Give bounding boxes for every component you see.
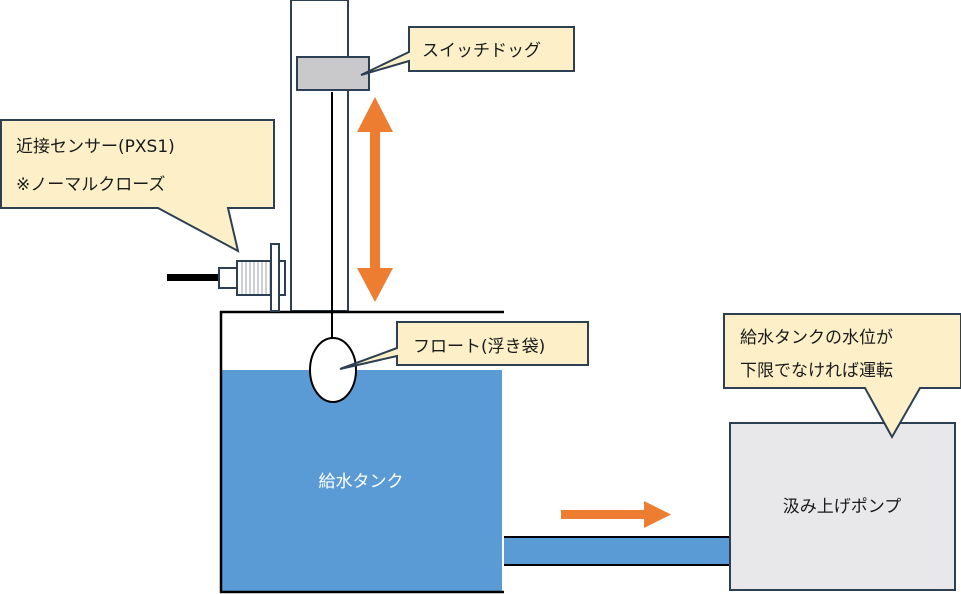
callout-float: フロート(浮き袋): [339, 321, 589, 370]
callout-proximity-sensor: 近接センサー(PXS1) ※ノーマルクローズ: [0, 119, 275, 253]
pump-note-line2: 下限でなければ運転: [740, 361, 893, 381]
flow-arrow: [561, 501, 671, 528]
float: [309, 337, 357, 403]
tank-label: 給水タンク: [319, 472, 404, 492]
outlet-pipe: [504, 536, 730, 566]
sensor-label: 近接センサー(PXS1): [16, 137, 175, 157]
dog-travel-arrow: [357, 97, 393, 302]
callout-pump-note: 給水タンクの水位が 下限でなければ運転: [723, 313, 961, 440]
switch-dog-label: スイッチドッグ: [422, 41, 541, 61]
sensor-cable: [167, 274, 219, 281]
callout-switch-dog: スイッチドッグ: [360, 26, 575, 76]
proximity-sensor: [167, 243, 286, 312]
water-tank: 給水タンク: [219, 310, 504, 594]
sensor-mount-plate: [270, 243, 280, 312]
pump-note-line1: 給水タンクの水位が: [740, 328, 893, 348]
sensor-note: ※ノーマルクローズ: [16, 175, 165, 195]
water-fill: [221, 370, 502, 592]
switch-dog: [296, 56, 370, 91]
pump: 汲み上げポンプ: [729, 422, 956, 591]
pump-label: 汲み上げポンプ: [783, 497, 902, 517]
float-label: フロート(浮き袋): [413, 337, 545, 357]
guide-column: [290, 0, 349, 312]
